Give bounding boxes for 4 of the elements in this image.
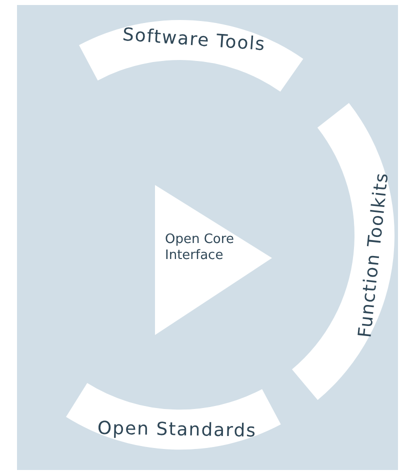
segment-label: Open Standards xyxy=(96,418,256,442)
segment-label: Software Tools xyxy=(121,24,266,56)
segment-label: Function Toolkits xyxy=(354,172,394,340)
center-label: Open Core Interface xyxy=(165,232,235,264)
